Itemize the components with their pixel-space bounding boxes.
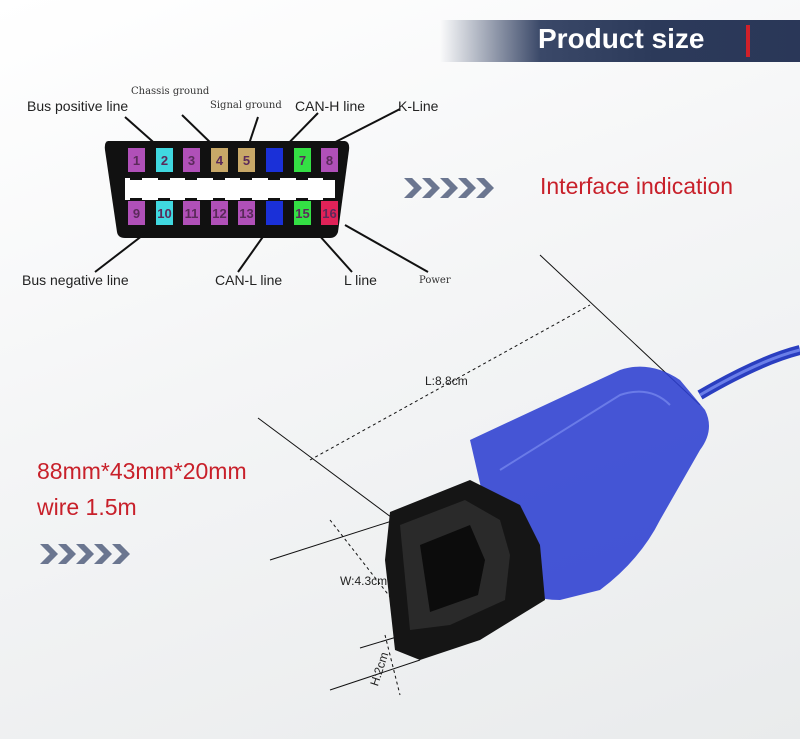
wire-length-text: wire 1.5m: [37, 494, 137, 520]
label-can-h: CAN-H line: [295, 98, 366, 114]
connector-slot: [125, 178, 335, 200]
interface-indication: Interface indication: [540, 173, 734, 199]
banner-accent-bar: [746, 25, 750, 57]
pin-2: 2: [156, 148, 173, 172]
pin-1: 1: [128, 148, 145, 172]
label-l-line: L line: [344, 272, 377, 288]
pin-10: 10: [156, 201, 173, 225]
title-banner: [440, 20, 800, 62]
label-power: Power: [419, 275, 451, 286]
label-bus-negative: Bus negative line: [22, 272, 129, 288]
banner-title: Product size: [538, 23, 705, 54]
label-can-l: CAN-L line: [215, 272, 283, 288]
pin-leader-lines: [94, 108, 429, 273]
dimensions-text: 88mm*43mm*20mm: [37, 458, 247, 484]
dimension-lines: [257, 254, 701, 696]
label-bus-positive: Bus positive line: [27, 98, 129, 114]
pin-9: 9: [128, 201, 145, 225]
pin-16: 16: [321, 201, 338, 225]
arrows-icon: [40, 544, 130, 564]
length-measurement: L:8.8cm: [425, 374, 468, 388]
pin-7: 7: [294, 148, 311, 172]
pin-6: [266, 148, 283, 172]
pin-3: 3: [183, 148, 200, 172]
arrows-icon: [404, 178, 494, 198]
pin-5: 5: [238, 148, 255, 172]
cable: [697, 345, 800, 400]
pin-8: 8: [321, 148, 338, 172]
pin-12: 12: [211, 201, 228, 225]
pin-15: 15: [294, 201, 311, 225]
width-measurement: W:4.3cm: [340, 574, 388, 588]
label-k-line: K-Line: [398, 98, 439, 114]
pin-11: 11: [183, 201, 200, 225]
pin-14: [266, 201, 283, 225]
pin-4: 4: [211, 148, 228, 172]
pin-13: 13: [238, 201, 255, 225]
label-chassis-ground: Chassis ground: [131, 86, 210, 97]
label-signal-ground: Signal ground: [210, 100, 282, 111]
